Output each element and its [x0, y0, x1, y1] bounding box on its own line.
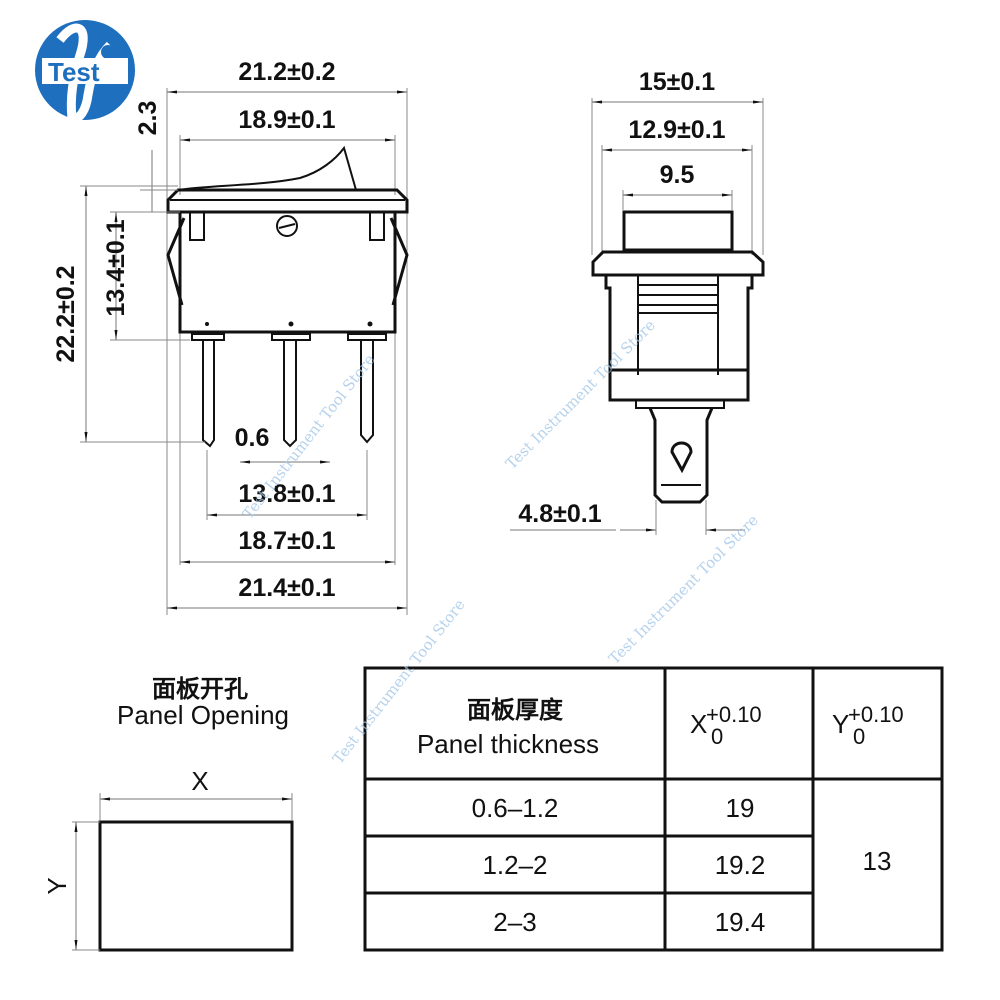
front-view: 21.2±0.2 18.9±0.1: [52, 58, 409, 615]
dim-bezel-height: 2.3: [134, 101, 162, 136]
dim-overall-height: 22.2±0.2: [52, 265, 80, 362]
cell-thickness: 2–3: [493, 907, 536, 937]
svg-text:+0.10: +0.10: [848, 702, 904, 727]
panel-opening: 面板开孔 Panel Opening X Y: [42, 675, 294, 952]
cell-x: 19.4: [715, 907, 766, 937]
cell-x: 19.2: [715, 850, 766, 880]
watermark-text: Test Instrument Tool Store: [502, 316, 659, 473]
table-header-thickness-cn: 面板厚度: [467, 696, 564, 724]
cell-y-merged: 13: [863, 846, 892, 876]
cell-x: 19: [726, 793, 755, 823]
svg-text:0: 0: [711, 724, 723, 749]
panel-opening-title-en: Panel Opening: [117, 700, 289, 730]
switch-pin: [202, 340, 215, 448]
dim-bezel-inner-width: 18.9±0.1: [238, 106, 335, 134]
dim-side-bezel-inner-width: 12.9±0.1: [628, 116, 725, 144]
svg-text:Y: Y: [832, 709, 849, 739]
logo-text: Test: [48, 57, 100, 87]
dim-side-overall-width: 15±0.1: [639, 68, 715, 96]
brand-logo: Test: [35, 20, 135, 123]
side-view: 15±0.1 12.9±0.1 9.5 4.8±0.1: [510, 68, 765, 535]
svg-text:0: 0: [853, 724, 865, 749]
dim-pin-spacing: 13.8±0.1: [238, 480, 335, 508]
cell-thickness: 1.2–2: [482, 850, 547, 880]
cell-thickness: 0.6–1.2: [472, 793, 559, 823]
switch-pin: [283, 340, 297, 448]
svg-text:X: X: [690, 709, 707, 739]
panel-opening-x-label: X: [191, 766, 208, 796]
table-header-y: Y +0.10 0: [832, 702, 904, 749]
panel-opening-rect: [98, 820, 294, 952]
watermark-text: Test Instrument Tool Store: [605, 511, 762, 668]
table-row: 2–3 19.4: [493, 907, 765, 937]
switch-pin: [360, 340, 374, 444]
dim-terminal-width: 4.8±0.1: [518, 500, 601, 528]
dim-body-width: 18.7±0.1: [238, 527, 335, 555]
table-header-thickness-en: Panel thickness: [417, 729, 599, 759]
table-row: 1.2–2 19.2: [482, 850, 765, 880]
table-row: 0.6–1.2 19: [472, 793, 755, 823]
dim-rocker-width: 9.5: [660, 161, 695, 189]
dim-overall-width-bottom: 21.4±0.1: [238, 574, 335, 602]
panel-opening-y-label: Y: [42, 877, 72, 894]
dim-body-height: 13.4±0.1: [102, 219, 130, 316]
dim-pin-width: 0.6: [235, 424, 270, 452]
table-header-x: X +0.10 0: [690, 702, 762, 749]
svg-text:+0.10: +0.10: [706, 702, 762, 727]
panel-thickness-table: 面板厚度 Panel thickness X +0.10 0 Y +0.10 0…: [363, 666, 944, 952]
panel-opening-title-cn: 面板开孔: [152, 675, 248, 703]
dim-overall-width-top: 21.2±0.2: [238, 58, 335, 86]
